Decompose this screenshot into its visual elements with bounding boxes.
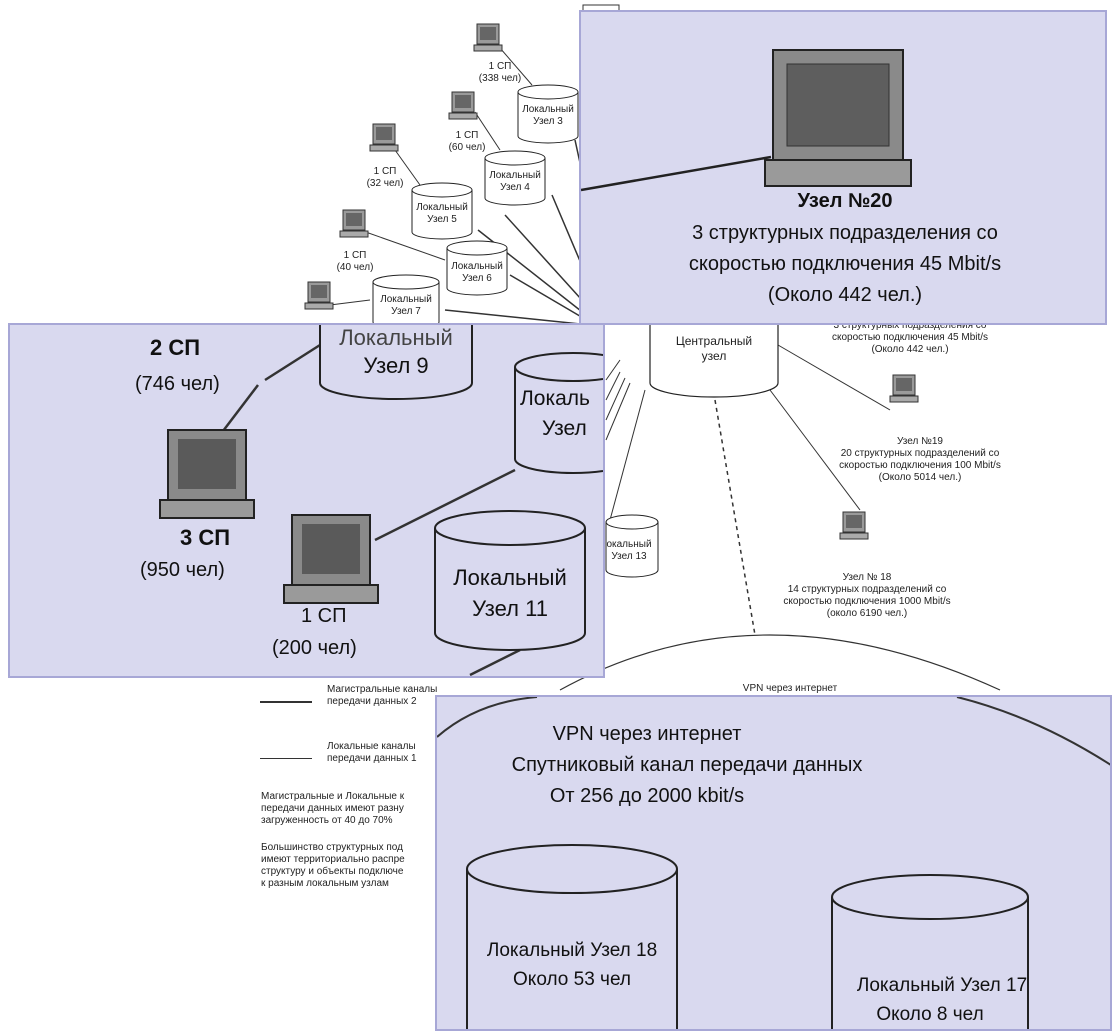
node11-label: Узел 11: [472, 596, 548, 621]
sp3-name: 3 СП: [180, 525, 231, 550]
cylinder-icon: [831, 874, 1029, 1029]
cylinder-icon: [517, 84, 579, 144]
pc-icon: [339, 209, 369, 238]
node10-label: Узел: [542, 417, 587, 440]
vpn-satellite: Спутниковый канал передачи данных: [511, 754, 863, 776]
node11-label: Локальный: [453, 565, 567, 590]
sp-label: 1 СП(338 чел): [478, 61, 522, 84]
pc-icon: [283, 514, 379, 604]
central-node-cylinder: [649, 315, 779, 398]
vpn-circle: [559, 634, 1001, 691]
zoom-panel-node20: Узел №20 3 структурных подразделения со …: [579, 10, 1107, 325]
local-lines: [329, 47, 891, 521]
vpn-title: VPN через интернет: [552, 723, 742, 745]
vpn-small-label: VPN через интернет: [742, 683, 838, 694]
pc-icon: [473, 23, 503, 52]
pc-icon: [889, 374, 919, 403]
node9-label: Локальный: [339, 325, 453, 350]
pc-icon: [304, 281, 334, 310]
legend-local-line: [260, 758, 312, 759]
cylinder-icon: [484, 150, 546, 206]
cylinder-icon: [319, 325, 473, 400]
sp-label: 1 СП(40 чел): [336, 250, 374, 273]
sp-label: 1 СП(60 чел): [448, 130, 486, 153]
node20-line1: 3 структурных подразделения со: [692, 222, 998, 244]
sp3-people: (950 чел): [140, 559, 225, 581]
node18-zoom-label: Локальный Узел 18: [486, 940, 658, 961]
vpn-link: [714, 399, 756, 636]
node17-zoom-label: Локальный Узел 17: [856, 975, 1028, 996]
cylinder-icon: [411, 182, 473, 240]
cylinder-icon: [434, 510, 586, 651]
cylinder-icon: [605, 514, 659, 578]
sp2-people: (746 чел): [135, 373, 220, 395]
pc-icon: [839, 511, 869, 540]
vpn-speed: От 256 до 2000 kbit/s: [549, 785, 745, 807]
cylinder-icon: [372, 274, 440, 330]
cylinder-icon: [466, 844, 678, 1029]
legend-trunk-line: [260, 701, 312, 703]
pc-icon: [764, 49, 912, 187]
sp1-name: 1 СП: [301, 605, 347, 627]
node18-zoom-people: Около 53 чел: [513, 969, 631, 990]
node20-line3: (Около 442 чел.): [767, 284, 923, 306]
node17-zoom-people: Около 8 чел: [876, 1004, 984, 1025]
pc-icon: [448, 91, 478, 120]
pc-icon: [369, 123, 399, 152]
node9-label: Узел 9: [363, 353, 429, 378]
cylinder-icon: [446, 240, 508, 296]
cylinder-icon: [514, 352, 603, 474]
node20-title: Узел №20: [797, 190, 893, 212]
sp2-name: 2 СП: [150, 335, 201, 360]
zoom-panel-left-cluster: 2 СП (746 чел) 3 СП (950 чел) 1 СП (200 …: [8, 323, 605, 678]
node20-line2: скоростью подключения 45 Mbit/s: [688, 253, 1002, 275]
sp1-people: (200 чел): [272, 637, 357, 659]
pc-icon: [159, 429, 255, 519]
sp-label: 1 СП(32 чел): [366, 166, 404, 189]
node10-label: Локаль: [520, 387, 590, 410]
zoom-panel-vpn: VPN через интернет Спутниковый канал пер…: [435, 695, 1112, 1031]
